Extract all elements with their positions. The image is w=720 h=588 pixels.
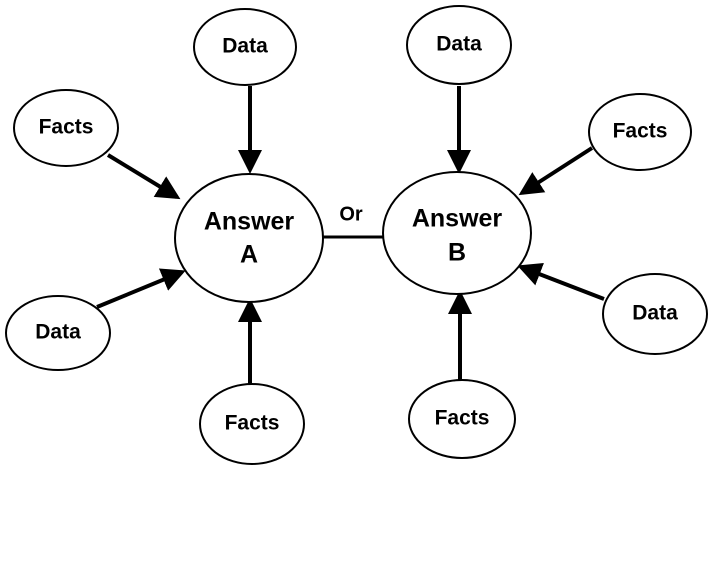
answer-a-node: Answer A [174,173,324,303]
b-input-bottom-ellipse [408,379,516,459]
a-input-bottom-label: Facts [225,412,280,435]
a-input-lower-left-label: Data [35,321,81,344]
a-input-upper-left-node: Facts [13,89,119,167]
a-input-lower-left-node: Data [5,295,111,371]
answer-a-label-line2: A [240,241,258,269]
b-input-upper-right-ellipse [588,93,692,171]
arrow-b-upper-right [518,146,594,196]
answer-a-label-line1: Answer [204,208,295,236]
answer-b-node: Answer B [382,171,532,295]
b-input-lower-right-ellipse [602,273,708,355]
or-label: Or [339,203,363,225]
b-input-upper-right-node: Facts [588,93,692,171]
a-input-bottom-ellipse [199,383,305,465]
arrow-b-lower-right [517,262,605,301]
b-input-bottom-label: Facts [435,407,490,430]
a-input-top-label: Data [222,35,268,58]
arrow-a-lower-left [96,268,186,309]
b-input-top-label: Data [436,33,482,56]
b-input-top-node: Data [406,5,512,85]
answer-b-label-line1: Answer [412,205,503,233]
b-input-lower-right-label: Data [632,302,678,325]
b-input-lower-right-node: Data [602,273,708,355]
b-input-bottom-node: Facts [408,379,516,459]
answer-a-ellipse [174,173,324,303]
answer-b-ellipse [382,171,532,295]
b-input-upper-right-label: Facts [613,120,668,143]
a-input-upper-left-ellipse [13,89,119,167]
answer-b-label-line2: B [448,239,466,267]
arrow-a-upper-left [106,153,181,200]
b-input-top-ellipse [406,5,512,85]
a-input-lower-left-ellipse [5,295,111,371]
a-input-bottom-node: Facts [199,383,305,465]
a-input-top-node: Data [193,8,297,86]
a-input-top-ellipse [193,8,297,86]
a-input-upper-left-label: Facts [39,116,94,139]
